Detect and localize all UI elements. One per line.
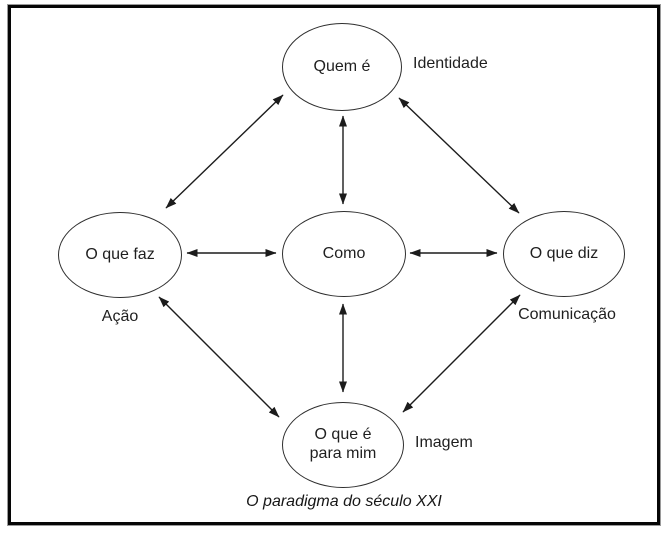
annotation-imagem: Imagem <box>415 434 473 451</box>
node-label-o-que-e-para-mim: O que é para mim <box>309 426 377 462</box>
annotation-acao: Ação <box>101 308 139 325</box>
arrow-o-que-faz--quem-e <box>165 94 284 209</box>
node-label-o-que-faz: O que faz <box>85 245 155 263</box>
node-label-o-que-diz: O que diz <box>529 244 599 262</box>
arrow-quem-e--o-que-diz <box>398 97 520 214</box>
node-label-como: Como <box>322 244 366 262</box>
annotation-comunicacao: Comunicação <box>518 306 616 323</box>
node-o-que-faz: O que faz <box>58 212 182 298</box>
node-o-que-diz: O que diz <box>503 211 625 297</box>
diagram-caption: O paradigma do século XXI <box>246 493 442 510</box>
arrow-o-que-diz--o-que-e-para-mim <box>402 294 521 413</box>
node-quem-e: Quem é <box>282 23 402 111</box>
arrow-o-que-faz--o-que-e-para-mim <box>158 296 280 418</box>
node-como: Como <box>282 211 406 297</box>
annotation-identidade: Identidade <box>413 55 488 72</box>
node-o-que-e-para-mim: O que é para mim <box>282 402 404 488</box>
node-label-quem-e: Quem é <box>313 57 371 75</box>
